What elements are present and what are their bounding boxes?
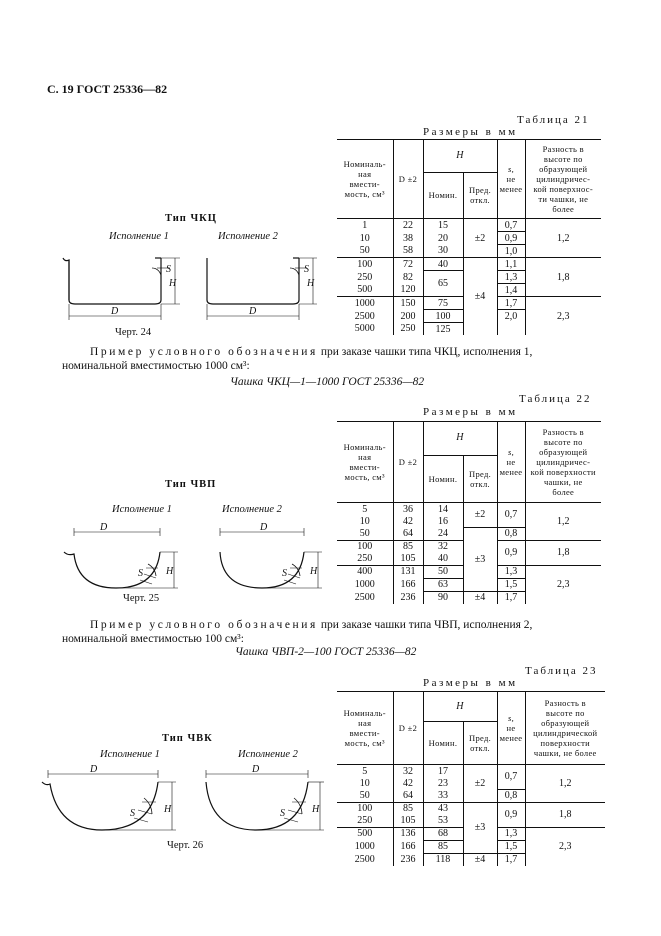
col-h-tol: Пред.откл. [463, 172, 498, 220]
col-d: D ±2 [393, 691, 424, 765]
col-h: H [423, 690, 498, 723]
example-paragraph-2-line2: номинальной вместимостью 100 см³: [62, 633, 244, 645]
example-paragraph-1-line2: номинальной вместимостью 1000 см³: [62, 360, 250, 372]
dim-h-label: H [168, 278, 177, 289]
page-header: С. 19 ГОСТ 25336—82 [47, 82, 168, 96]
execution-1-label: Исполнение 1 [109, 231, 169, 242]
col-d: D ±2 [393, 421, 424, 503]
type-title-chvk: Тип ЧВК [162, 733, 213, 744]
drawing-caption-26: Черт. 26 [167, 840, 204, 851]
example-paragraph-2: Пример условного обозначения при заказе … [90, 619, 533, 631]
dim-s-label: S [280, 808, 285, 819]
execution-1-label: Исполнение 1 [112, 504, 172, 515]
designation-2: Чашка ЧВП-2—100 ГОСТ 25336—82 [235, 646, 417, 658]
col-h: H [423, 421, 498, 456]
execution-2-label: Исполнение 2 [222, 504, 282, 515]
dim-d-label: D [248, 306, 257, 317]
dims-label-22: Размеры в мм [423, 406, 518, 418]
dim-s-label: S [304, 264, 309, 275]
drawing-caption-25: Черт. 25 [123, 593, 160, 604]
col-h-tol: Пред.откл. [463, 721, 498, 765]
dim-h-label: H [311, 804, 320, 815]
col-h-tol: Пред.откл. [463, 455, 498, 504]
dims-label-23: Размеры в мм [423, 677, 518, 689]
example-paragraph-1: Пример условного обозначения при заказе … [90, 346, 533, 358]
dim-d-label: D [89, 764, 98, 775]
dim-d-label: D [99, 522, 108, 533]
dim-d-label: D [110, 306, 119, 317]
table-23-label: Таблица 23 [525, 665, 598, 677]
dim-s-label: S [166, 264, 171, 275]
col-h: H [423, 139, 498, 173]
table-22-label: Таблица 22 [519, 393, 592, 405]
execution-2-label: Исполнение 2 [218, 231, 278, 242]
dim-d-label: D [259, 522, 268, 533]
cup-chvk-drawing: D D H H S S [41, 764, 324, 831]
execution-1-label: Исполнение 1 [100, 749, 160, 760]
col-h-nom: Номин. [423, 172, 464, 220]
dim-d-label: D [251, 764, 260, 775]
dims-label-21: Размеры в мм [423, 126, 518, 138]
col-h-nom: Номин. [423, 455, 464, 504]
dim-h-label: H [163, 804, 172, 815]
dim-s-label: S [130, 808, 135, 819]
table-21-label: Таблица 21 [517, 114, 590, 126]
type-title-chvp: Тип ЧВП [165, 479, 217, 490]
dim-h-label: H [309, 566, 318, 577]
cup-chvp-drawing: D D H H S S [63, 522, 322, 589]
dim-h-label: H [165, 566, 174, 577]
dim-s-label: S [282, 568, 287, 579]
type-title-chkc: Тип ЧКЦ [165, 213, 217, 224]
col-d: D ±2 [393, 139, 424, 219]
dim-s-label: S [138, 568, 143, 579]
designation-1: Чашка ЧКЦ—1—1000 ГОСТ 25336—82 [230, 376, 425, 388]
dim-h-label: H [306, 278, 315, 289]
col-h-nom: Номин. [423, 721, 464, 765]
cup-chkc-drawing: D D H H S S [62, 257, 317, 320]
drawing-caption-24: Черт. 24 [115, 327, 152, 338]
execution-2-label: Исполнение 2 [238, 749, 298, 760]
